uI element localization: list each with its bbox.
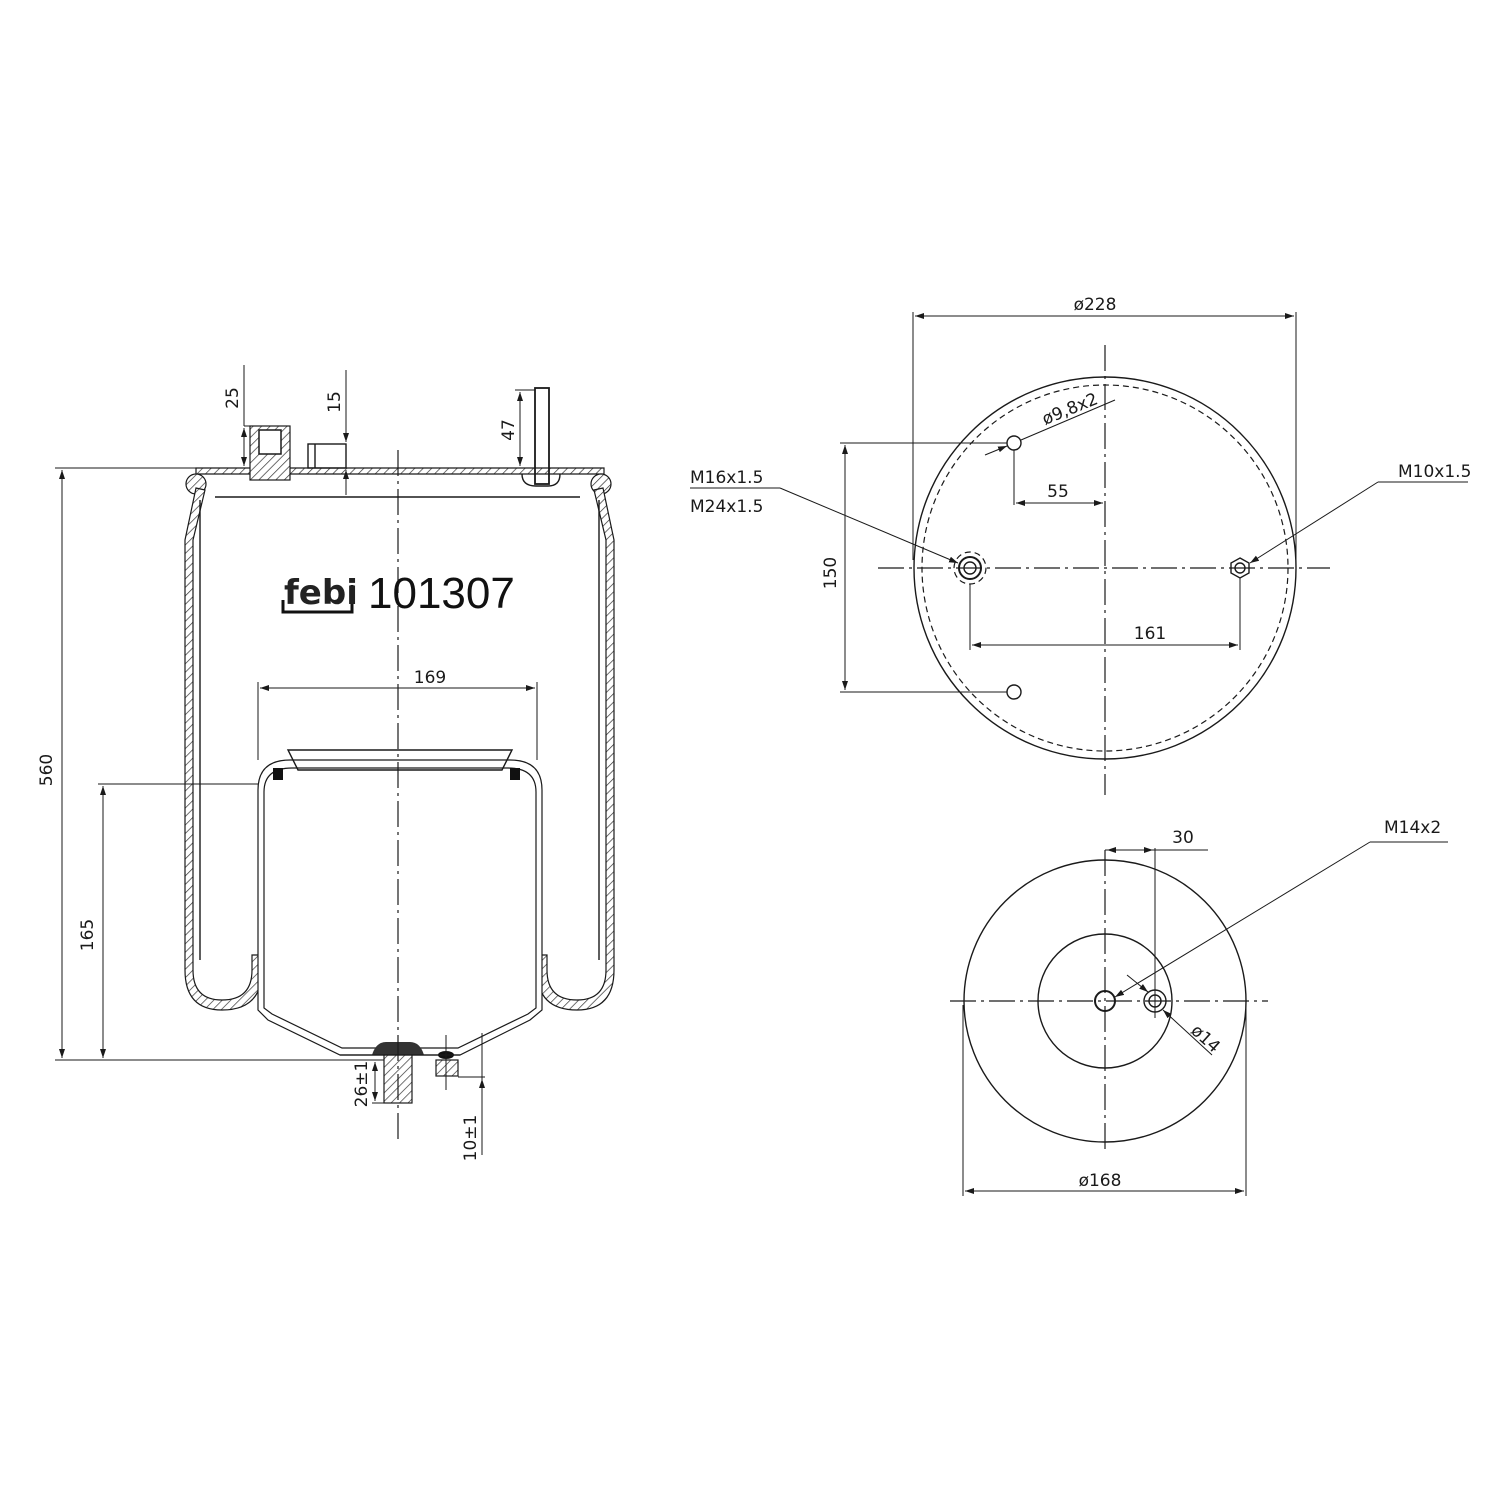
dim-560: 560 <box>37 754 57 786</box>
top-stub <box>307 443 347 469</box>
dim-47: 47 <box>499 419 519 441</box>
dim-150: 150 <box>821 557 841 589</box>
thread-m14: M14x2 <box>1384 818 1441 838</box>
dim-9-8: ø9,8x2 <box>1039 389 1101 429</box>
dim-14: ø14 <box>1187 1021 1224 1057</box>
dim-161: 161 <box>1134 624 1166 644</box>
dim-55: 55 <box>1047 482 1069 502</box>
piston-top-rim <box>286 749 514 771</box>
dim-25: 25 <box>223 387 243 409</box>
dim-26: 26±1 <box>352 1061 372 1108</box>
febi-logo: febi <box>281 573 358 614</box>
bellows-right <box>536 487 615 1011</box>
bellows-left <box>184 487 263 1011</box>
dim-228: ø228 <box>1074 295 1117 315</box>
part-number: 101307 <box>368 569 515 618</box>
thread-m10: M10x1.5 <box>1398 462 1471 482</box>
top-stud <box>534 387 550 485</box>
dim-169: 169 <box>414 668 446 688</box>
svg-text:febi: febi <box>284 573 358 613</box>
thread-m16: M16x1.5 <box>690 468 763 488</box>
center-hole <box>1094 990 1116 1012</box>
dim-30: 30 <box>1172 828 1194 848</box>
dim-10: 10±1 <box>461 1115 481 1162</box>
seal-right <box>510 768 520 780</box>
port-left <box>958 556 982 580</box>
seal-left <box>273 768 283 780</box>
thread-m24: M24x1.5 <box>690 497 763 517</box>
hole-bottom <box>1006 684 1022 700</box>
bottom-pin <box>435 1059 459 1077</box>
bottom-view: 30 M14x2 ø14 ø168 <box>950 818 1448 1196</box>
top-view: ø228 ø9,8x2 55 150 161 M16x1.5 M24x1.5 M… <box>690 295 1471 795</box>
hole-top <box>1006 435 1022 451</box>
dim-165: 165 <box>78 919 98 951</box>
dim-168: ø168 <box>1079 1171 1122 1191</box>
dim-15: 15 <box>325 391 345 413</box>
side-view: 560 165 169 25 15 47 26±1 10±1 febi 1013… <box>37 365 615 1162</box>
